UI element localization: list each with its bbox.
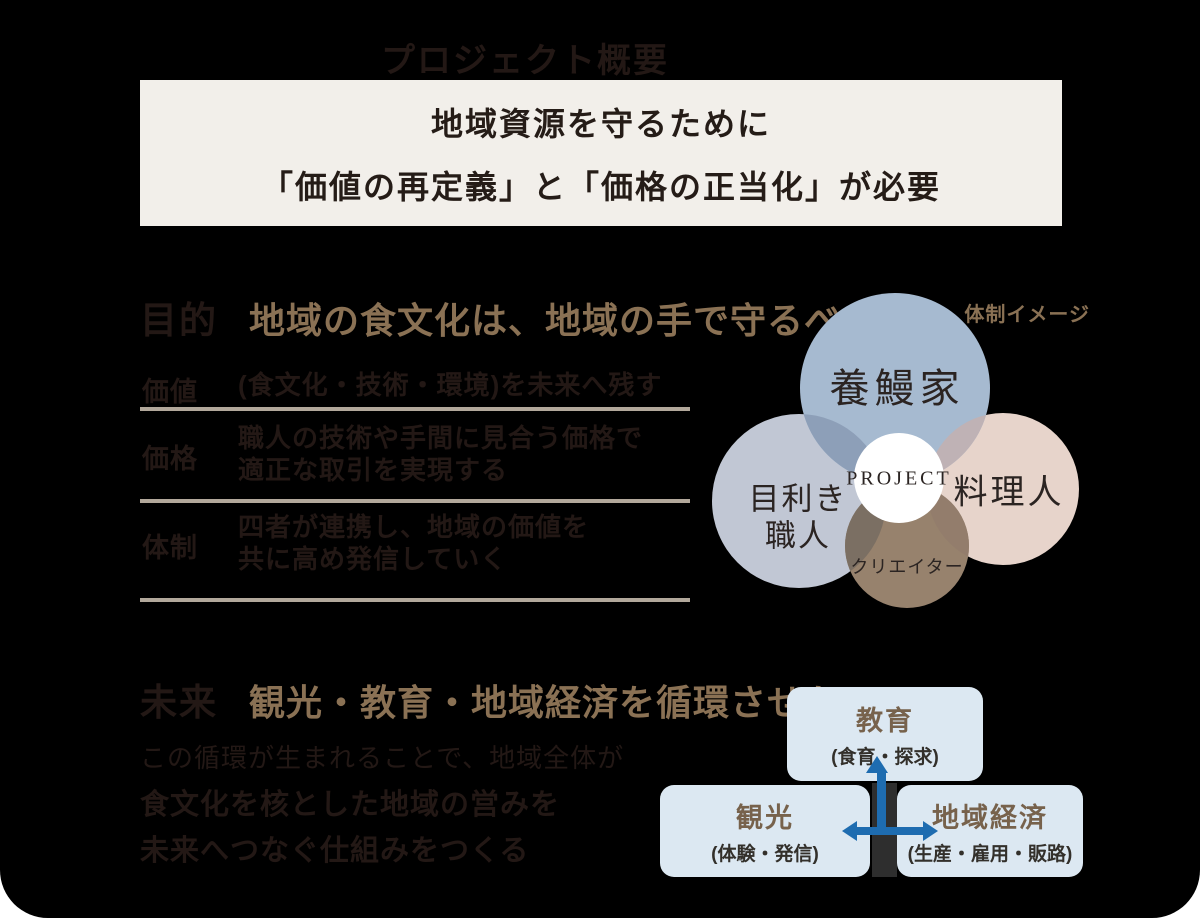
- row-label-price: 価格: [142, 444, 198, 474]
- horizontal-double-arrow-icon: [856, 827, 924, 835]
- flow-node-title: 教育: [856, 706, 914, 736]
- future-text-line: この循環が生まれることで、地域全体が: [140, 743, 625, 773]
- purpose-section-label: 目的: [140, 300, 218, 341]
- purpose-heading: 地域の食文化は、地域の手で守るべきだ: [249, 300, 916, 341]
- row-label-team: 体制: [142, 533, 198, 563]
- flow-node-subtitle: (体験・発信): [711, 844, 819, 865]
- left-arrow-head-icon: [842, 821, 857, 841]
- venn-label-eel-farmer: 養鰻家: [829, 366, 965, 411]
- divider: [140, 407, 690, 411]
- team-venn-diagram: 体制イメージ 養鰻家 料理人 目利き 職人 クリエイター P: [700, 290, 1100, 620]
- divider: [140, 499, 690, 503]
- cycle-flow-diagram: 教育 (食育・探求) 観光 (体験・発信) 地域経済 (生産・雇用・販路): [640, 680, 1100, 890]
- venn-center-project-label: PROJECT: [846, 467, 952, 490]
- message-line-1: 地域資源を守るために: [430, 105, 771, 142]
- row-text-team: 四者が連携し、地域の価値を 共に高め発信していく: [238, 511, 589, 575]
- row-text-price: 職人の技術や手間に見合う価格で 適正な取引を実現する: [238, 422, 643, 486]
- future-heading: 観光・教育・地域経済を循環させたい: [249, 682, 879, 723]
- flow-node-education: 教育 (食育・探求): [787, 687, 983, 781]
- flow-node-title: 観光: [736, 803, 794, 833]
- venn-caption: 体制イメージ: [964, 304, 1090, 326]
- row-text-line: 四者が連携し、地域の価値を: [238, 512, 590, 542]
- future-section-label: 未来: [140, 682, 218, 723]
- flow-node-tourism: 観光 (体験・発信): [660, 785, 870, 877]
- venn-circles-graphic: [712, 293, 1079, 608]
- up-arrow-icon: [877, 773, 886, 834]
- venn-label-line: 目利き: [748, 481, 848, 517]
- flow-node-title: 地域経済: [932, 803, 1048, 833]
- message-box: 地域資源を守るために 「価値の再定義」と「価格の正当化」が必要: [140, 80, 1062, 226]
- row-label-value: 価値: [142, 377, 198, 407]
- page-title: プロジェクト概要: [381, 42, 669, 80]
- venn-label-line: 職人: [765, 518, 831, 553]
- future-text-line: 未来へつなぐ仕組みをつくる: [140, 835, 530, 867]
- up-arrow-head-icon: [866, 756, 888, 773]
- row-text-line: 共に高め発信していく: [238, 544, 508, 574]
- row-text-line: 適正な取引を実現する: [238, 455, 509, 485]
- right-arrow-head-icon: [923, 821, 938, 841]
- venn-label-connoisseur: 目利き 職人: [749, 481, 848, 554]
- message-line-2: 「価値の再定義」と「価格の正当化」が必要: [260, 168, 941, 205]
- venn-label-creator: クリエイター: [850, 557, 964, 577]
- future-text-line: 食文化を核とした地域の営みを: [140, 789, 561, 821]
- divider: [140, 598, 690, 602]
- flow-node-subtitle: (生産・雇用・販路): [907, 844, 1073, 865]
- venn-label-chef: 料理人: [953, 474, 1065, 512]
- row-text-value: (食文化・技術・環境)を未来へ残す: [238, 370, 663, 400]
- row-text-line: 職人の技術や手間に見合う価格で: [238, 423, 644, 453]
